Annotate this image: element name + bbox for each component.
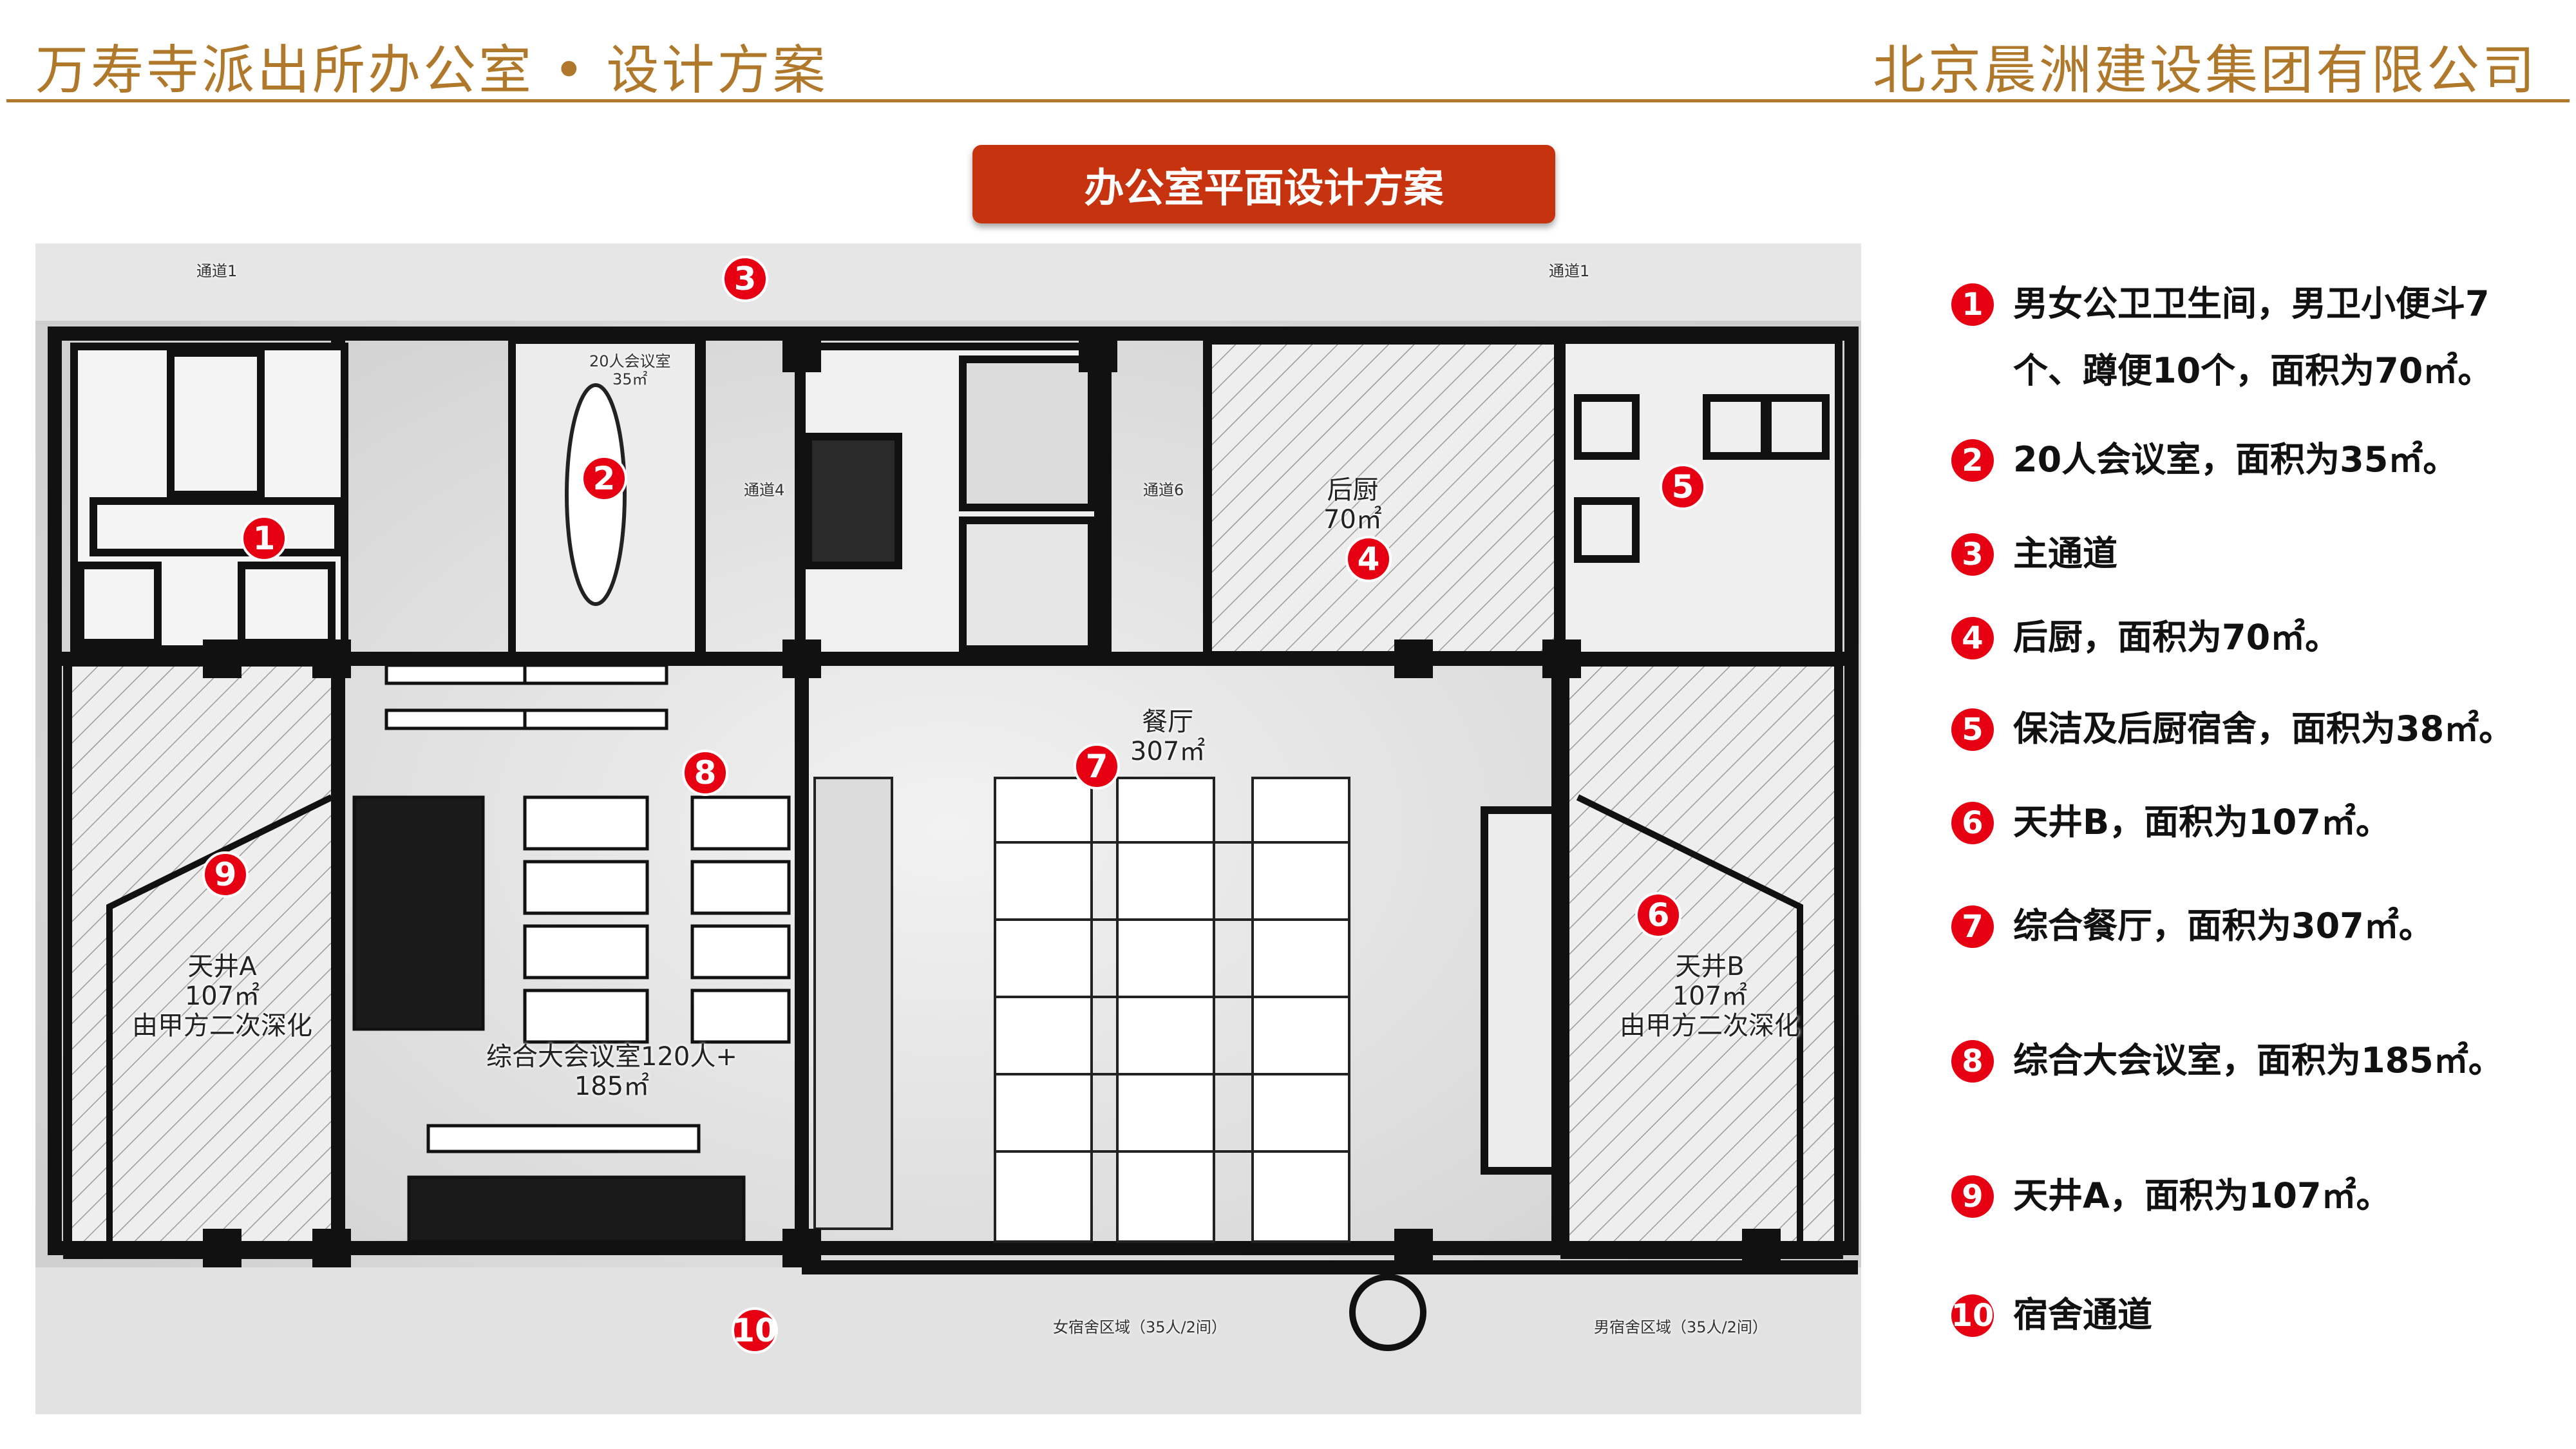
hall-seating xyxy=(352,663,791,1244)
legend-marker-1: 1 xyxy=(1951,283,1994,326)
plan-marker-5: 5 xyxy=(1660,464,1706,510)
legend-text-3: 主通道 xyxy=(2013,533,2117,574)
plan-marker-9: 9 xyxy=(202,851,249,898)
label-dorm-male: 男宿舍区域（35人/2间） xyxy=(1594,1318,1768,1336)
legend-text-4: 后厨，面积为70㎡。 xyxy=(2013,617,2340,658)
label-dorm-female: 女宿舍区域（35人/2间） xyxy=(1053,1318,1227,1336)
plan-marker-8: 8 xyxy=(682,750,728,796)
legend-item-1: 1 男女公卫卫生间，男卫小便斗7个、蹲便10个，面积为70㎡。 xyxy=(1951,283,2541,404)
service-block xyxy=(798,343,1102,659)
legend-item-9: 9 天井A，面积为107㎡。 xyxy=(1951,1175,2541,1229)
legend-marker-8: 8 xyxy=(1951,1040,1994,1083)
label-courtyard-a: 天井A 107㎡ 由甲方二次深化 xyxy=(132,952,312,1041)
legend-marker-2: 2 xyxy=(1951,439,1994,482)
legend-marker-3: 3 xyxy=(1951,533,1994,576)
restroom-zone xyxy=(70,343,348,653)
courtyard-a xyxy=(63,658,343,1259)
floor-plan-drawing xyxy=(35,243,1861,1414)
label-kitchen: 后厨 70㎡ xyxy=(1323,475,1382,535)
legend-item-5: 5 保洁及后厨宿舍，面积为38㎡。 xyxy=(1951,708,2541,762)
legend-text-6: 天井B，面积为107㎡。 xyxy=(2013,802,2391,842)
legend-text-10: 宿舍通道 xyxy=(2013,1294,2152,1335)
label-conf20: 20人会议室 35㎡ xyxy=(589,352,671,388)
legend-marker-5: 5 xyxy=(1951,708,1994,751)
label-corridor-right: 通道1 xyxy=(1549,262,1590,280)
legend-text-7: 综合餐厅，面积为307㎡。 xyxy=(2013,905,2434,946)
legend-marker-4: 4 xyxy=(1951,617,1994,659)
legend-item-10: 10 宿舍通道 xyxy=(1951,1294,2541,1349)
label-corridor-6: 通道6 xyxy=(1143,481,1184,499)
label-hall: 综合大会议室120人+ 185㎡ xyxy=(486,1042,737,1101)
legend-text-9: 天井A，面积为107㎡。 xyxy=(2013,1175,2391,1216)
plan-marker-6: 6 xyxy=(1635,892,1681,938)
legend-marker-7: 7 xyxy=(1951,905,1994,948)
section-banner: 办公室平面设计方案 xyxy=(972,145,1555,223)
legend-item-4: 4 后厨，面积为70㎡。 xyxy=(1951,617,2541,671)
plan-marker-1: 1 xyxy=(241,515,287,562)
plan-marker-2: 2 xyxy=(581,455,627,502)
plan-marker-4: 4 xyxy=(1345,536,1392,582)
legend-item-7: 7 综合餐厅，面积为307㎡。 xyxy=(1951,905,2541,960)
legend-text-8: 综合大会议室，面积为185㎡。 xyxy=(2013,1040,2503,1081)
columns xyxy=(203,334,1781,1267)
plan-marker-7: 7 xyxy=(1074,743,1120,790)
legend-marker-9: 9 xyxy=(1951,1175,1994,1218)
legend-item-6: 6 天井B，面积为107㎡。 xyxy=(1951,802,2541,856)
plan-marker-3: 3 xyxy=(722,256,768,302)
legend-text-5: 保洁及后厨宿舍，面积为38㎡。 xyxy=(2013,708,2514,749)
legend-marker-10: 10 xyxy=(1951,1294,1994,1337)
legend-item-2: 2 20人会议室，面积为35㎡。 xyxy=(1951,439,2541,493)
plan-marker-10: 10 xyxy=(732,1307,778,1354)
dorm-cleaning xyxy=(1558,336,1842,659)
legend-item-3: 3 主通道 xyxy=(1951,533,2541,587)
dining-tables xyxy=(813,777,1559,1243)
legend-text-1: 男女公卫卫生间，男卫小便斗7个、蹲便10个，面积为70㎡。 xyxy=(2013,283,2493,391)
label-courtyard-b: 天井B 107㎡ 由甲方二次深化 xyxy=(1620,952,1800,1041)
label-corridor-left: 通道1 xyxy=(196,262,238,280)
header-left-title: 万寿寺派出所办公室 • 设计方案 xyxy=(35,40,828,101)
header-divider xyxy=(6,99,2570,102)
label-corridor-4: 通道4 xyxy=(744,481,785,499)
legend-text-2: 20人会议室，面积为35㎡。 xyxy=(2013,439,2458,480)
legend-marker-6: 6 xyxy=(1951,802,1994,844)
entrance-revolving-door xyxy=(1349,1274,1426,1351)
legend-item-8: 8 综合大会议室，面积为185㎡。 xyxy=(1951,1040,2541,1094)
floor-plan: 后厨 70㎡ 餐厅 307㎡ 综合大会议室120人+ 185㎡ 天井A 107㎡… xyxy=(35,243,1861,1414)
header-company-name: 北京晨洲建设集团有限公司 xyxy=(1872,40,2537,101)
label-dining: 餐厅 307㎡ xyxy=(1130,707,1206,766)
kitchen xyxy=(1203,336,1563,660)
